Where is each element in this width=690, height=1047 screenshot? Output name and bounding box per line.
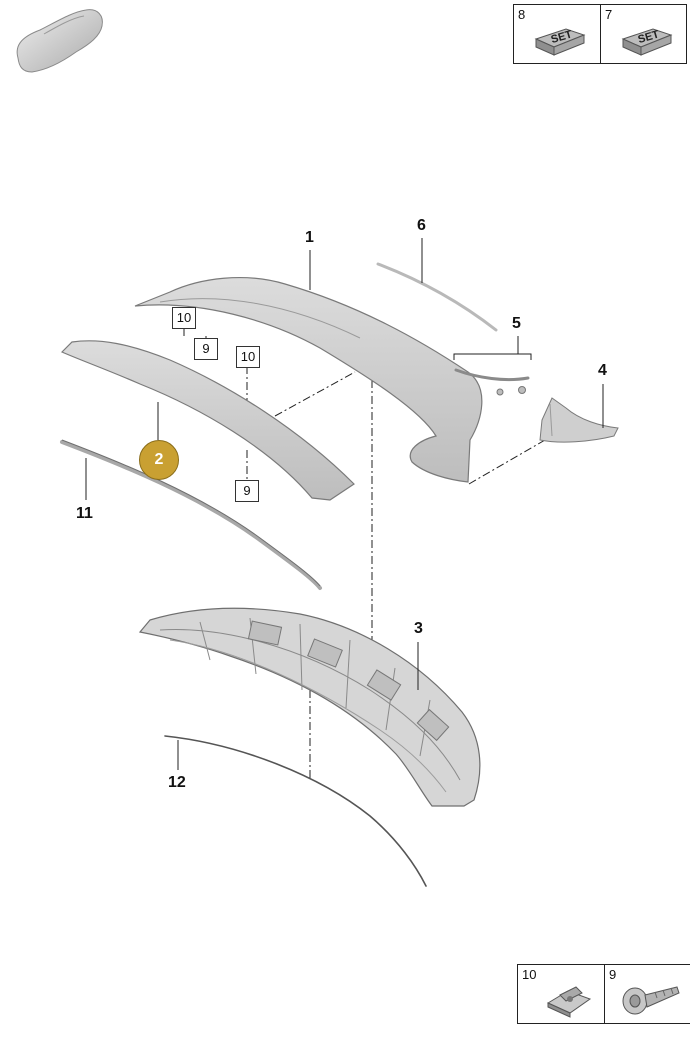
- legend-number-8: 8: [518, 7, 526, 22]
- part-11-strip-edge: [61, 439, 321, 587]
- legend-sets: 8 SET 7 SET: [513, 4, 687, 64]
- callout-12[interactable]: 12: [168, 774, 186, 791]
- legend-divider: [604, 965, 605, 1023]
- vehicle-thumbnail-icon: [16, 9, 103, 73]
- legend-number-7: 7: [605, 7, 613, 22]
- speed-nut-icon: [546, 986, 592, 1018]
- screw-icon: [622, 986, 680, 1015]
- callout-2-highlighted[interactable]: 2: [139, 440, 179, 480]
- part-1-spoiler[interactable]: [134, 276, 483, 483]
- legend-cell-7[interactable]: 7 SET: [601, 5, 686, 63]
- legend-number-10: 10: [522, 967, 537, 982]
- part-2-lip[interactable]: [60, 340, 355, 501]
- part-3-frame[interactable]: [138, 607, 481, 807]
- callout-4[interactable]: 4: [598, 362, 607, 379]
- leader-lines: [246, 366, 546, 780]
- callout-11[interactable]: 11: [76, 505, 93, 522]
- part-4-end-cap[interactable]: [539, 397, 619, 443]
- callout-3[interactable]: 3: [414, 620, 423, 637]
- part-11-strip[interactable]: [60, 440, 322, 590]
- legend-cell-10[interactable]: 10: [518, 965, 604, 1023]
- box-label-9-upper[interactable]: 9: [194, 338, 218, 360]
- legend-divider: [600, 5, 601, 63]
- box-label-10-lower[interactable]: 10: [236, 346, 260, 368]
- callout-6[interactable]: 6: [417, 217, 426, 234]
- set-box-icon: SET: [621, 28, 673, 56]
- set-text-7: SET: [637, 28, 661, 46]
- legend-cell-8[interactable]: 8 SET: [514, 5, 600, 63]
- callout-1[interactable]: 1: [305, 229, 314, 246]
- legend-number-9: 9: [609, 967, 617, 982]
- part-6-seal[interactable]: [376, 262, 498, 332]
- part-5-bracket: [453, 353, 532, 360]
- box-label-10-upper[interactable]: 10: [172, 307, 196, 329]
- callout-leaders: [85, 238, 604, 770]
- part-12-wire[interactable]: [164, 735, 427, 887]
- callout-5[interactable]: 5: [512, 315, 521, 332]
- legend-cell-9[interactable]: 9: [605, 965, 690, 1023]
- part-5-trim[interactable]: [454, 368, 530, 396]
- set-box-icon: SET: [534, 28, 586, 56]
- set-text-8: SET: [550, 28, 574, 46]
- legend-fasteners: 10 9: [517, 964, 690, 1024]
- box-label-9-lower[interactable]: 9: [235, 480, 259, 502]
